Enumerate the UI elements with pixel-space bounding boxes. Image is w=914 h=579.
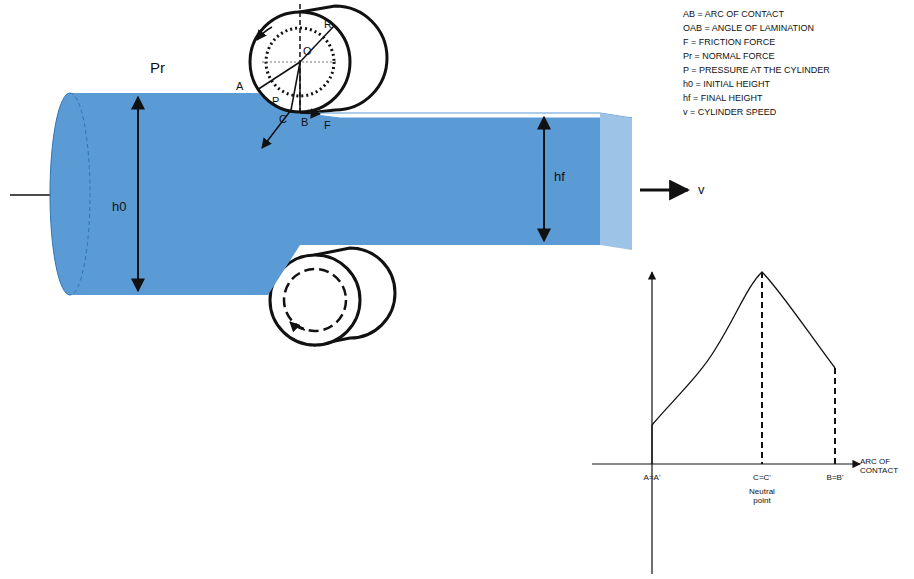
axis-tick-label: A=A' xyxy=(644,474,661,483)
axis-note: Neutral point xyxy=(742,488,782,506)
push-rod xyxy=(10,194,52,196)
pressure-graph xyxy=(592,272,860,574)
force-label: F xyxy=(324,119,331,131)
key-line: h0 = INITIAL HEIGHT xyxy=(683,80,770,90)
axis-tick-label: C=C' xyxy=(753,474,771,483)
point-label: R xyxy=(324,18,332,30)
key-line: Pr = NORMAL FORCE xyxy=(683,52,774,62)
dimension-arrows xyxy=(138,97,688,291)
key-line: AB = ARC OF CONTACT xyxy=(683,10,784,20)
axis-tick-label: B=B' xyxy=(827,474,844,483)
axis-label: ARC OF CONTACT xyxy=(860,458,910,476)
key-line: OAB = ANGLE OF LAMINATION xyxy=(683,24,814,34)
height-label: h0 xyxy=(112,200,126,214)
key-line: P = PRESSURE AT THE CYLINDER xyxy=(683,66,830,76)
point-label: C xyxy=(279,113,287,125)
force-label: Pr xyxy=(150,60,165,77)
key-line: F = FRICTION FORCE xyxy=(683,38,775,48)
speed-label: v xyxy=(698,183,705,197)
point-label: B xyxy=(301,116,308,128)
point-label: O xyxy=(303,45,312,57)
height-label: hf xyxy=(554,170,565,184)
point-label: P xyxy=(272,95,279,107)
key-line: v = CYLINDER SPEED xyxy=(683,108,776,118)
top-roll xyxy=(250,4,350,148)
point-label: A xyxy=(236,80,243,92)
workpiece xyxy=(50,93,632,295)
key-line: hf = FINAL HEIGHT xyxy=(683,94,762,104)
